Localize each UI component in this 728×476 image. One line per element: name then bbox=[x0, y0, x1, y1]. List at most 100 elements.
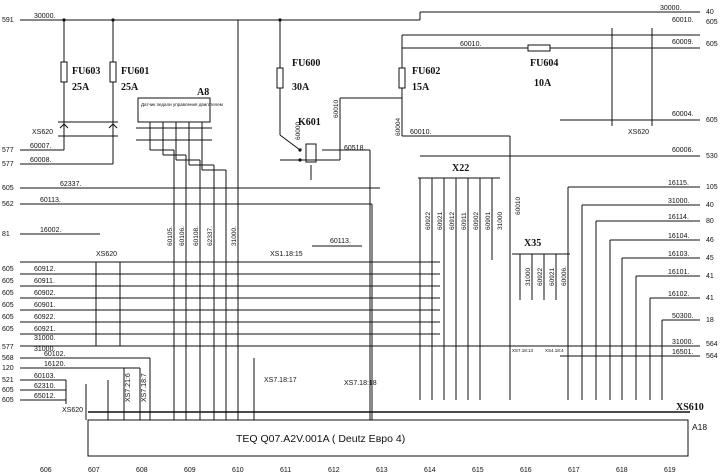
wire-label: 30000. bbox=[34, 13, 55, 20]
right-edge-label: 605 bbox=[706, 19, 718, 26]
left-edge-label: 605 bbox=[2, 326, 14, 333]
fuse-fu600-rating: 30A bbox=[292, 82, 310, 93]
left-edge-label: 577 bbox=[2, 161, 14, 168]
x35-label: X35 bbox=[524, 238, 541, 249]
bottom-edge-label: 608 bbox=[136, 467, 148, 474]
wire-label: 60901 bbox=[485, 212, 492, 230]
wire-label: 60902. bbox=[34, 290, 55, 297]
wire-label: 60006. bbox=[561, 266, 568, 286]
wire-label: 16101. bbox=[668, 269, 689, 276]
bottom-edge-label: 606 bbox=[40, 467, 52, 474]
left-edge-label: 120 bbox=[2, 365, 14, 372]
right-edge-label: 80 bbox=[706, 218, 714, 225]
wire-label: 60113. bbox=[330, 238, 351, 245]
wire-label: 60901. bbox=[34, 302, 55, 309]
fuse-fu603-symbol bbox=[60, 61, 68, 83]
connector-label: XS7.18:17 bbox=[264, 377, 297, 384]
wire-label: 60912 bbox=[449, 212, 456, 230]
right-edge-label: 105 bbox=[706, 184, 718, 191]
ecu-title: TEQ Q07.A2V.001A ( Deutz Евро 4) bbox=[236, 433, 405, 445]
fuse-fu604-symbol bbox=[527, 44, 551, 52]
left-edge-label: 605 bbox=[2, 314, 14, 321]
right-edge-label: 18 bbox=[706, 317, 714, 324]
wire-label: 60010 bbox=[333, 100, 340, 118]
wire-label: 60922 bbox=[537, 268, 544, 286]
wire-label: 60921 bbox=[437, 212, 444, 230]
left-edge-label: 577 bbox=[2, 147, 14, 154]
connector-label: XS7.18:7 bbox=[141, 373, 148, 402]
wire-label: 16102. bbox=[668, 291, 689, 298]
wire-label: 16114. bbox=[668, 214, 689, 221]
connector-label: XS620 bbox=[62, 407, 83, 414]
wire-label: 31000. bbox=[231, 226, 238, 246]
fuse-fu601-rating: 25A bbox=[121, 82, 139, 93]
left-edge-label: 605 bbox=[2, 185, 14, 192]
wire-label: 31000 bbox=[525, 268, 532, 286]
xs610-label: XS610 bbox=[676, 402, 704, 413]
connector-label: XS7.18:13 bbox=[512, 348, 534, 353]
bottom-edge-label: 610 bbox=[232, 467, 244, 474]
left-edge-label: 605 bbox=[2, 302, 14, 309]
bottom-edge-label: 612 bbox=[328, 467, 340, 474]
fuse-fu602-name: FU602 bbox=[412, 66, 440, 77]
wire-label: 60009. bbox=[672, 39, 693, 46]
bottom-edge-label: 607 bbox=[88, 467, 100, 474]
right-edge-label: 41 bbox=[706, 273, 714, 280]
connector-label: XS7.18:18 bbox=[344, 380, 377, 387]
wire-label: 60103. bbox=[34, 373, 55, 380]
relay-coil bbox=[305, 143, 317, 163]
wire-label: 60106. bbox=[179, 226, 186, 246]
wire-label: 60922 bbox=[425, 212, 432, 230]
wire-label: 65012. bbox=[34, 393, 55, 400]
wire-label: 60518. bbox=[344, 145, 365, 152]
left-edge-label: 521 bbox=[2, 377, 14, 384]
left-edge-label: 605 bbox=[2, 290, 14, 297]
right-edge-label: 605 bbox=[706, 41, 718, 48]
right-edge-label: 40 bbox=[706, 9, 714, 16]
wire-label: 60008. bbox=[30, 157, 51, 164]
wire-label: 60010. bbox=[460, 41, 481, 48]
ecu-block bbox=[87, 419, 689, 457]
left-edge-label: 605 bbox=[2, 266, 14, 273]
a18-label: A18 bbox=[692, 422, 707, 432]
wire-label: 60108. bbox=[193, 226, 200, 246]
x22-label: X22 bbox=[452, 163, 469, 174]
right-edge-label: 564 bbox=[706, 353, 718, 360]
wire-label: 60113. bbox=[40, 197, 61, 204]
connector-label: XS620 bbox=[32, 129, 53, 136]
wire-label: 16103. bbox=[668, 251, 689, 258]
wire-label: 30000. bbox=[660, 5, 681, 12]
wire-label: 60004. bbox=[672, 111, 693, 118]
fuse-fu604-rating: 10A bbox=[534, 78, 552, 89]
bottom-edge-label: 613 bbox=[376, 467, 388, 474]
right-edge-label: 41 bbox=[706, 295, 714, 302]
left-edge-label: 605 bbox=[2, 397, 14, 404]
wire-label: 60921 bbox=[549, 268, 556, 286]
wire-label: 31000. bbox=[672, 339, 693, 346]
wire-label: 60006. bbox=[672, 147, 693, 154]
connector-label: XS4.18:4 bbox=[545, 348, 564, 353]
wire-label: 16002. bbox=[40, 227, 61, 234]
wire-label: 60902 bbox=[473, 212, 480, 230]
wire-label: 50300. bbox=[672, 313, 693, 320]
wire-label: 31000 bbox=[497, 212, 504, 230]
connector-label: XS7.21:6 bbox=[125, 373, 132, 402]
wire-label: 60102. bbox=[44, 351, 65, 358]
right-edge-label: 530 bbox=[706, 153, 718, 160]
a8-pedal-sensor bbox=[137, 97, 211, 123]
wire-label: 16104. bbox=[668, 233, 689, 240]
bottom-edge-label: 616 bbox=[520, 467, 532, 474]
fuse-fu602-symbol bbox=[398, 67, 406, 89]
right-edge-label: 46 bbox=[706, 237, 714, 244]
left-edge-label: 562 bbox=[2, 201, 14, 208]
fuse-fu604-name: FU604 bbox=[530, 58, 558, 69]
fuse-fu603-rating: 25A bbox=[72, 82, 90, 93]
wire-label: 62337. bbox=[207, 226, 214, 246]
wire-label: 62310. bbox=[34, 383, 55, 390]
wire-label: 62337. bbox=[60, 181, 81, 188]
left-edge-label: 568 bbox=[2, 355, 14, 362]
wire-label: 31000. bbox=[34, 346, 55, 353]
